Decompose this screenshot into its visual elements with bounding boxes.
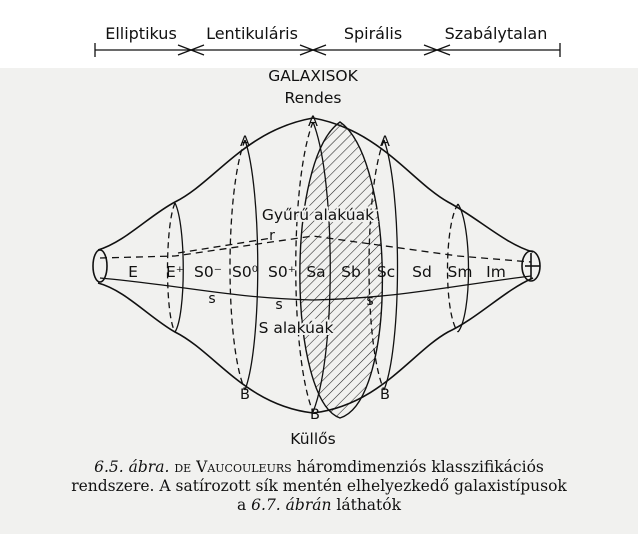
caption-figure-reference: 6.7. ábrán xyxy=(251,496,332,514)
vertex-b-label: B xyxy=(380,387,390,403)
stage-labels: E E⁺ S0⁻ S0⁰ S0⁺ Sa Sb Sc Sd Sm Im xyxy=(128,263,506,281)
caption-line-2: rendszere. A satírozott sík mentén elhel… xyxy=(71,477,567,495)
stage-label: Sd xyxy=(412,263,432,281)
stage-label: S0⁻ xyxy=(194,263,222,281)
stage-label: S0⁰ xyxy=(232,263,258,281)
caption-line-3-post: láthatók xyxy=(331,496,401,514)
ring-family-label: Gyűrű alakúak xyxy=(262,206,374,224)
classification-volume-outline xyxy=(92,117,541,414)
category-spiralis: Spirális xyxy=(344,24,402,43)
stage-label: E⁺ xyxy=(166,263,184,281)
caption-author: Vaucouleurs xyxy=(196,458,292,476)
s-mark: s xyxy=(208,291,215,307)
caption-line-1: 6.5. ábra. de Vaucouleurs háromdimenziós… xyxy=(0,458,638,477)
figure-caption: 6.5. ábra. de Vaucouleurs háromdimenziós… xyxy=(0,458,638,515)
s-marks: s s s xyxy=(208,291,373,313)
caption-figure-number: 6.5. ábra. xyxy=(94,458,170,476)
family-lines xyxy=(99,235,532,301)
stage-label: Sb xyxy=(341,263,361,281)
caption-line-3: a 6.7. ábrán láthatók xyxy=(0,496,638,515)
vertex-a-label: A xyxy=(308,114,318,130)
stage-label: Im xyxy=(486,263,506,281)
category-labels: Elliptikus Lentikuláris Spirális Szabály… xyxy=(105,24,547,43)
stage-label: E xyxy=(128,263,138,281)
vertex-a-label: A xyxy=(240,134,250,150)
caption-line-3-pre: a xyxy=(236,496,252,514)
stage-label: Sc xyxy=(377,263,395,281)
caption-author-prefix: de xyxy=(174,458,192,476)
category-lentikularis: Lentikuláris xyxy=(206,24,298,43)
vertex-b-label: B xyxy=(310,407,320,423)
vertex-a-label: A xyxy=(380,134,390,150)
hatched-plane xyxy=(299,121,384,419)
category-bar xyxy=(94,43,561,57)
vertex-labels: A A A B B B xyxy=(240,114,390,423)
stage-label: Sa xyxy=(306,263,325,281)
s-mark: s xyxy=(275,297,282,313)
caption-line-1-rest: háromdimenziós klasszifikációs xyxy=(291,458,544,476)
category-elliptikus: Elliptikus xyxy=(105,24,177,43)
cross-section-ellipses xyxy=(166,121,470,413)
bottom-axis-label: Küllős xyxy=(290,430,335,448)
s-shaped-family-label: S alakúak xyxy=(259,319,334,337)
stage-label: Sm xyxy=(448,263,473,281)
category-szabalytalan: Szabálytalan xyxy=(445,24,548,43)
s-mark: s xyxy=(366,293,373,309)
diagram-title: GALAXISOK xyxy=(268,67,358,85)
vertex-b-label: B xyxy=(240,387,250,403)
r-mark: r xyxy=(269,228,275,244)
stage-label: S0⁺ xyxy=(268,263,296,281)
top-axis-label: Rendes xyxy=(285,89,342,107)
